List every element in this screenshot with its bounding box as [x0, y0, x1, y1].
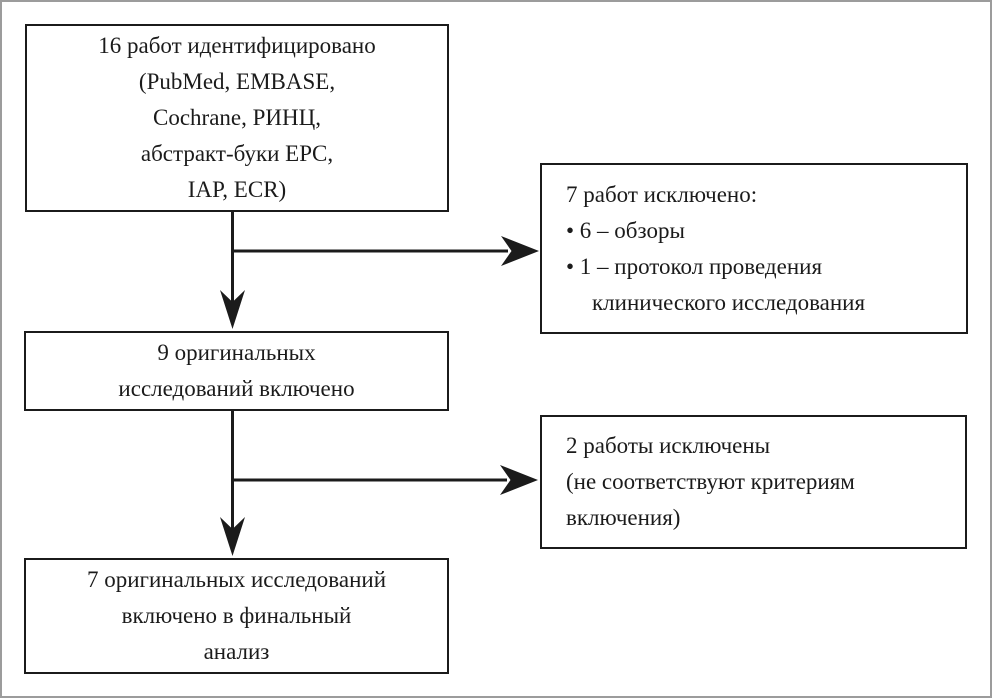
arrowhead-right-2: [500, 465, 538, 495]
box-text-line: включено в финальный: [121, 603, 352, 628]
flow-box-included: 9 оригинальных исследований включено: [24, 331, 449, 411]
box-text-line: абстракт-буки EPC,: [140, 141, 334, 166]
box-text-line: Cochrane, РИНЦ,: [153, 105, 321, 130]
box-bullet-line: • 1 – протокол проведения клинического и…: [566, 253, 866, 315]
box-text-line: 9 оригинальных: [157, 340, 316, 365]
box-text-line: 16 работ идентифицировано: [98, 33, 376, 58]
arrowhead-down-1: [220, 290, 245, 329]
box-text-line: IAP, ECR): [187, 177, 287, 202]
flow-box-identified: 16 работ идентифицировано (PubMed, EMBAS…: [25, 24, 449, 212]
arrowhead-down-2: [220, 517, 245, 556]
flow-box-excluded-first: 7 работ исключено: • 6 – обзоры • 1 – пр…: [540, 163, 968, 334]
arrowhead-right-1: [501, 236, 539, 266]
box-bullet-line: • 6 – обзоры: [566, 217, 685, 243]
box-text-line: исследований включено: [118, 376, 355, 401]
box-text-line: анализ: [203, 639, 270, 664]
box-text-line: 7 работ исключено:: [566, 181, 758, 207]
flow-box-excluded-second: 2 работы исключены (не соответствуют кри…: [540, 415, 967, 549]
box-text-line: 7 оригинальных исследований: [87, 567, 386, 592]
box-text-line: (PubMed, EMBASE,: [138, 69, 336, 94]
box-text-line: 2 работы исключены: [566, 433, 771, 458]
box-text-line: включения): [566, 505, 681, 530]
box-text-line: (не соответствуют критериям: [566, 469, 855, 494]
flow-box-final: 7 оригинальных исследований включено в ф…: [24, 558, 449, 674]
